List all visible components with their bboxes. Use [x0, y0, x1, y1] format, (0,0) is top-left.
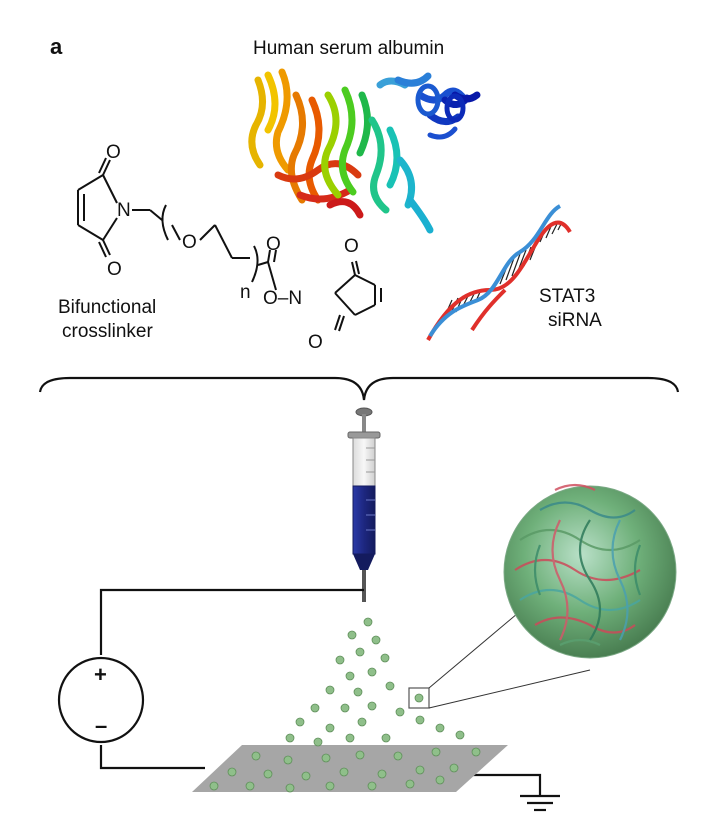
atom-o-ether: O [182, 232, 197, 253]
nanoparticle [340, 703, 350, 713]
nanoparticle [263, 769, 273, 779]
nanoparticle [471, 747, 481, 757]
protein-label: Human serum albumin [253, 38, 444, 59]
nanoparticle [245, 781, 255, 791]
crosslinker-label-line1: Bifunctional [58, 297, 156, 318]
crosslinker-label-line2: crosslinker [62, 321, 153, 342]
nanoparticle [381, 733, 391, 743]
nanoparticle [380, 653, 390, 663]
nanoparticle [363, 617, 373, 627]
atom-o-n-link: O–N [263, 288, 302, 309]
nanoparticle [209, 781, 219, 791]
sirna-double-helix [426, 204, 572, 341]
spray-particles [209, 617, 481, 793]
sirna-label-line2: siRNA [548, 310, 602, 331]
nanoparticle [353, 687, 363, 697]
nanoparticle [347, 630, 357, 640]
zoom-box [408, 687, 430, 709]
nanoparticle [251, 751, 261, 761]
nanoparticle [367, 781, 377, 791]
nanoparticle [325, 723, 335, 733]
nanoparticle [431, 747, 441, 757]
nanoparticle [393, 751, 403, 761]
atom-o-right-top: O [344, 236, 359, 257]
nanoparticle [227, 767, 237, 777]
circuit-wires [99, 588, 542, 796]
syringe [347, 407, 381, 602]
sirna-label-line1: STAT3 [539, 286, 595, 307]
atom-n-left: N [117, 200, 131, 221]
crosslinker-structure [77, 157, 382, 332]
nanoparticle [435, 723, 445, 733]
subscript-n: n [240, 282, 251, 303]
nanoparticle [295, 717, 305, 727]
nanoparticle [367, 667, 377, 677]
nanoparticle [301, 771, 311, 781]
atom-o-top: O [106, 142, 121, 163]
nanoparticle [415, 765, 425, 775]
nanoparticle [285, 783, 295, 793]
atom-o-carbonyl: O [266, 234, 281, 255]
nanoparticle [325, 781, 335, 791]
nanoparticle [385, 681, 395, 691]
nanoparticle [395, 707, 405, 717]
atom-o-bottom: O [107, 259, 122, 280]
collector-plate [192, 745, 508, 792]
power-minus-sign: – [95, 713, 107, 738]
nanoparticle [283, 755, 293, 765]
nanoparticle [335, 655, 345, 665]
ground-icon [520, 794, 560, 812]
nanoparticle [355, 647, 365, 657]
nanoparticle [339, 767, 349, 777]
nanoparticle [455, 730, 465, 740]
nanoparticle [414, 693, 424, 703]
nanoparticle [357, 717, 367, 727]
nanoparticle [285, 733, 295, 743]
panel-label: a [50, 34, 63, 59]
nanoparticle [371, 635, 381, 645]
power-plus-sign: + [94, 662, 107, 687]
nanoparticle [313, 737, 323, 747]
nanoparticle [345, 671, 355, 681]
power-supply [57, 656, 145, 744]
nanoparticle [377, 769, 387, 779]
nanoparticle [355, 750, 365, 760]
nanoparticle [405, 779, 415, 789]
zoom-line-bottom [428, 669, 591, 709]
nanoparticle [321, 753, 331, 763]
nanoparticle [449, 763, 459, 773]
nanoparticle [367, 701, 377, 711]
grouping-brace [38, 376, 680, 401]
magnified-nanoparticle [503, 483, 677, 659]
nanoparticle [415, 715, 425, 725]
nanoparticle [325, 685, 335, 695]
nanoparticle [345, 733, 355, 743]
nanoparticle [310, 703, 320, 713]
nanoparticle [435, 775, 445, 785]
atom-o-right-bottom: O [308, 332, 323, 353]
albumin-protein-structure [248, 68, 481, 234]
